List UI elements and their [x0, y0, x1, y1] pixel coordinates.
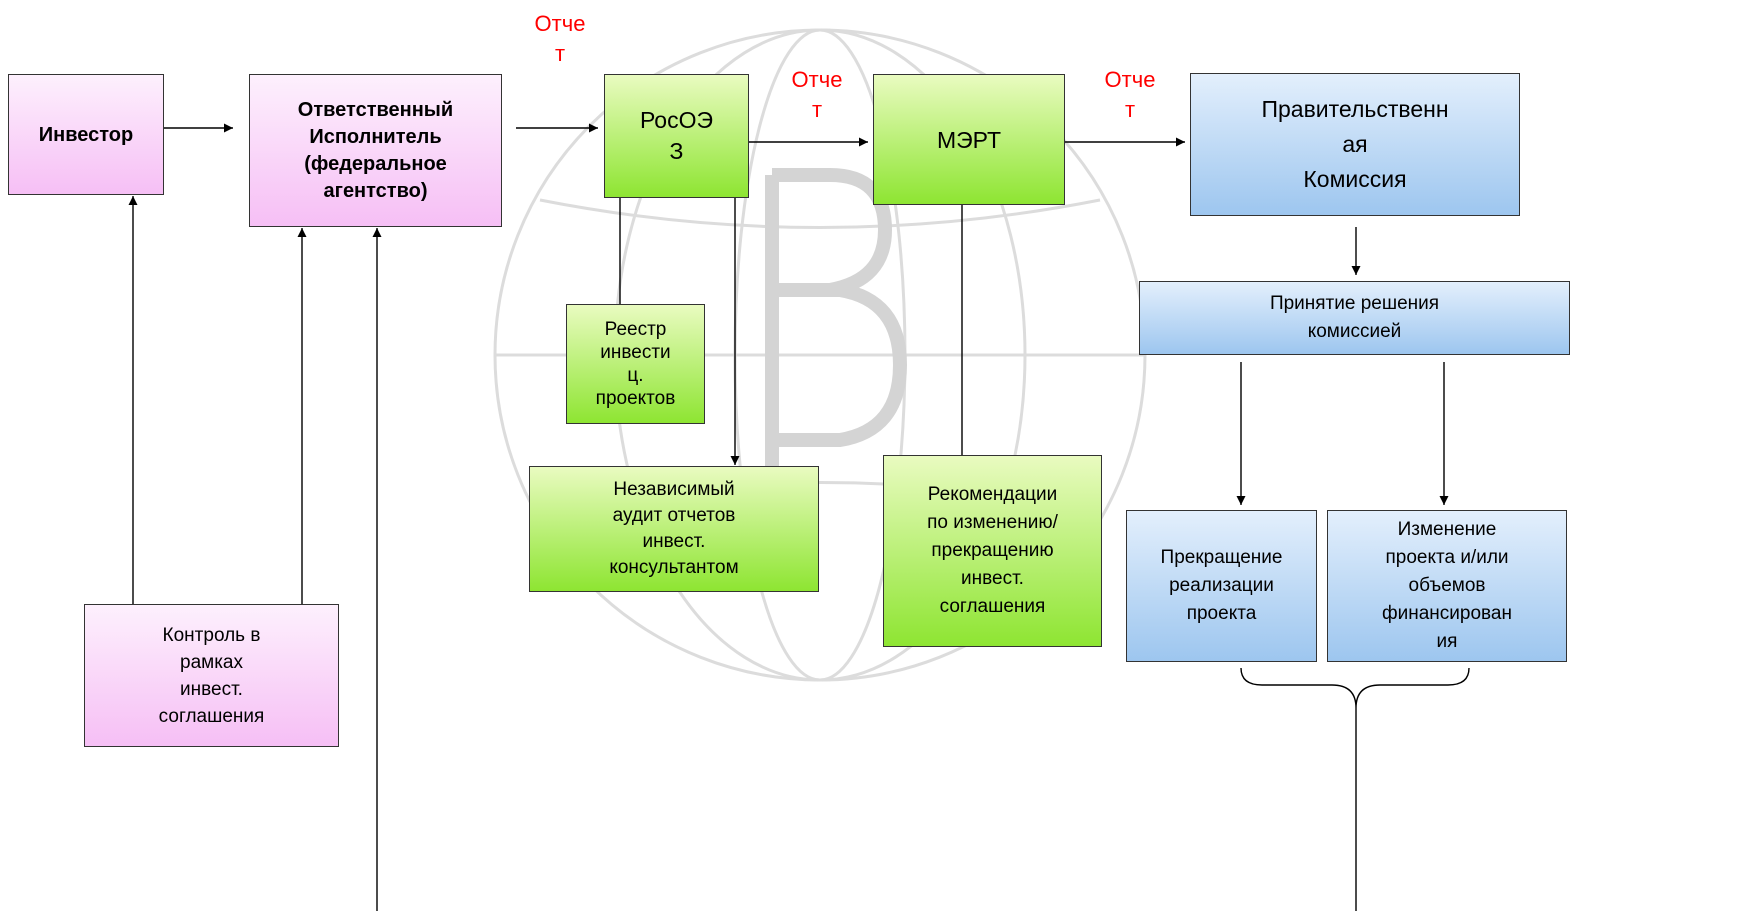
investment-control-box: Контроль в рамках инвест. соглашения [84, 604, 339, 747]
mert-box: МЭРТ [873, 74, 1065, 205]
bottom-brace [1240, 667, 1470, 709]
project-termination-box: Прекращение реализации проекта [1126, 510, 1317, 662]
report-label-1: Отче т [534, 11, 586, 66]
project-change-box: Изменение проекта и/или объемов финансир… [1327, 510, 1567, 662]
investor-box: Инвестор [8, 74, 164, 195]
rosoez-box: РосОЭ З [604, 74, 749, 198]
recommendations-box: Рекомендации по изменению/ прекращению и… [883, 455, 1102, 647]
commission-decision-box: Принятие решения комиссией [1139, 281, 1570, 355]
report-label-3: Отче т [1104, 67, 1156, 122]
government-commission-box: Правительственн ая Комиссия [1190, 73, 1520, 216]
independent-audit-box: Независимый аудит отчетов инвест. консул… [529, 466, 819, 592]
project-registry-box: Реестр инвести ц. проектов [566, 304, 705, 424]
report-label-2: Отче т [791, 67, 843, 122]
responsible-executor-box: Ответственный Исполнитель (федеральное а… [249, 74, 502, 227]
